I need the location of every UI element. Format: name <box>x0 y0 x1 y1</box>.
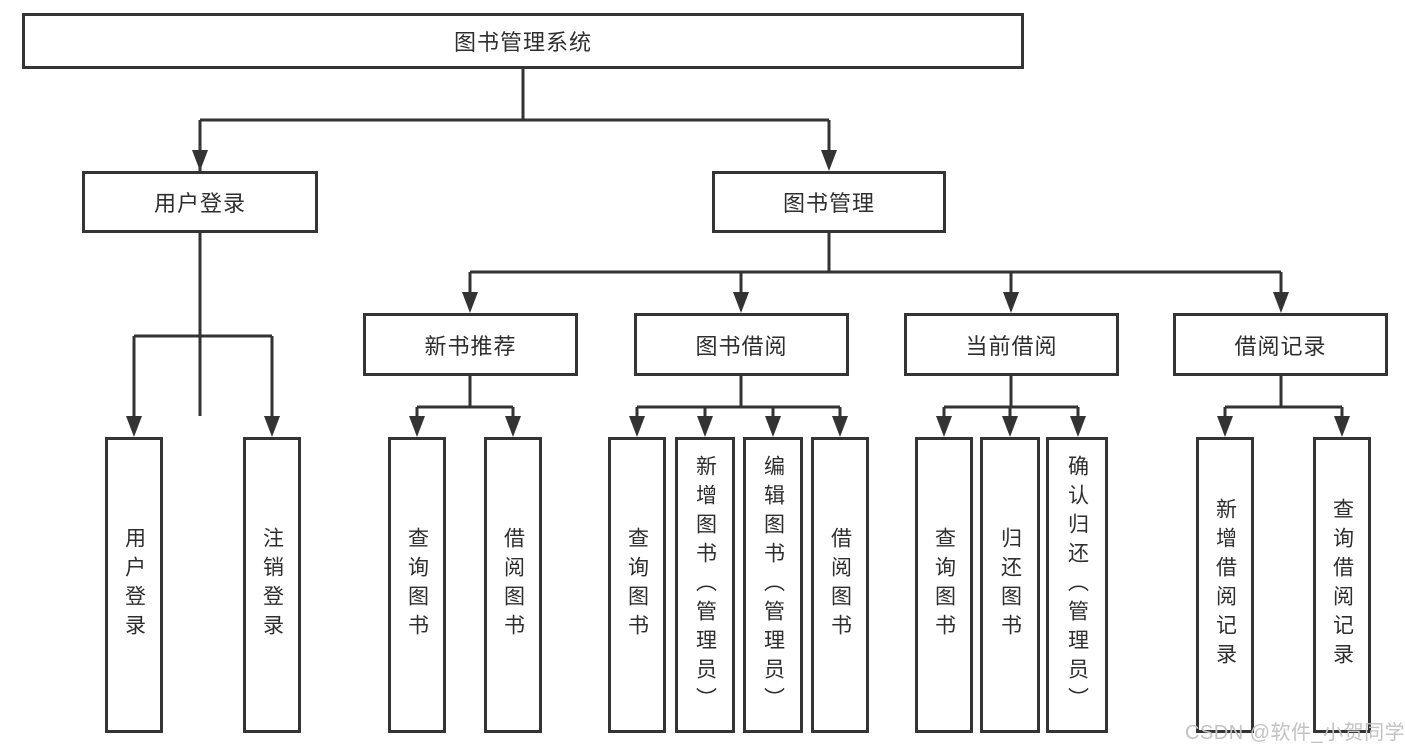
connector-book-borrow-to-leaves <box>629 376 848 437</box>
arrowhead <box>1070 416 1086 437</box>
connector-borrow-record-to-leaves <box>1217 376 1350 437</box>
arrowhead <box>832 416 848 437</box>
arrowhead <box>1003 292 1019 313</box>
arrowhead <box>765 416 781 437</box>
leaf-logout: 注销登录 <box>243 437 301 733</box>
leaf-current-confirm-return-label: 确认归还（管理员） <box>1065 454 1089 716</box>
leaf-borrow-borrow-book-label: 借阅图书 <box>828 527 852 643</box>
leaf-current-confirm-return: 确认归还（管理员） <box>1046 437 1108 733</box>
leaf-current-return-book-label: 归还图书 <box>998 527 1022 643</box>
leaf-record-query: 查询借阅记录 <box>1313 437 1371 733</box>
arrowhead <box>409 416 425 437</box>
node-book-management-label: 图书管理 <box>782 191 875 216</box>
node-user-login-label: 用户登录 <box>153 191 246 216</box>
leaf-borrow-edit-book-label: 编辑图书（管理员） <box>761 454 785 716</box>
node-borrow-record: 借阅记录 <box>1173 313 1388 376</box>
leaf-logout-label: 注销登录 <box>260 527 284 643</box>
node-root: 图书管理系统 <box>22 13 1024 69</box>
leaf-current-query-book: 查询图书 <box>915 437 973 733</box>
arrowhead <box>821 150 837 171</box>
leaf-recommend-borrow-book: 借阅图书 <box>484 437 542 733</box>
leaf-recommend-borrow-book-label: 借阅图书 <box>501 527 525 643</box>
connector-new-book-recommend-to-leaves <box>409 376 521 437</box>
node-book-borrow: 图书借阅 <box>634 313 849 376</box>
node-current-borrow: 当前借阅 <box>904 313 1119 376</box>
node-borrow-record-label: 借阅记录 <box>1234 333 1327 359</box>
arrowhead <box>505 416 521 437</box>
leaf-user-login-label: 用户登录 <box>122 527 146 643</box>
leaf-record-add: 新增借阅记录 <box>1196 437 1254 733</box>
leaf-borrow-query-book: 查询图书 <box>608 437 666 733</box>
leaf-recommend-query-book: 查询图书 <box>388 437 446 733</box>
leaf-current-return-book: 归还图书 <box>980 437 1040 733</box>
node-current-borrow-label: 当前借阅 <box>965 333 1058 359</box>
arrowhead <box>697 416 713 437</box>
node-book-management: 图书管理 <box>712 171 946 233</box>
leaf-user-login: 用户登录 <box>105 437 163 733</box>
connector-current-borrow-to-leaves <box>936 376 1086 437</box>
node-new-book-recommend-label: 新书推荐 <box>424 333 517 359</box>
arrowhead <box>126 416 142 437</box>
leaf-borrow-add-book-label: 新增图书（管理员） <box>693 454 717 716</box>
csdn-watermark: CSDN @软件_小贺同学 <box>1185 722 1405 744</box>
leaf-borrow-query-book-label: 查询图书 <box>625 527 649 643</box>
leaf-borrow-add-book: 新增图书（管理员） <box>675 437 735 733</box>
arrowhead <box>733 292 749 313</box>
arrowhead <box>1002 416 1018 437</box>
leaf-current-query-book-label: 查询图书 <box>932 527 956 643</box>
leaf-borrow-edit-book: 编辑图书（管理员） <box>743 437 803 733</box>
arrowhead <box>1217 416 1233 437</box>
connector-root-to-level2 <box>192 69 837 416</box>
arrowhead <box>1334 416 1350 437</box>
node-user-login: 用户登录 <box>82 171 318 233</box>
leaf-recommend-query-book-label: 查询图书 <box>405 527 429 643</box>
node-root-label: 图书管理系统 <box>453 30 592 55</box>
connector-user-login-to-leaves <box>126 233 280 437</box>
arrowhead <box>192 150 208 171</box>
node-book-borrow-label: 图书借阅 <box>695 333 788 359</box>
node-new-book-recommend: 新书推荐 <box>363 313 578 376</box>
leaf-record-add-label: 新增借阅记录 <box>1213 498 1237 672</box>
leaf-record-query-label: 查询借阅记录 <box>1330 498 1354 672</box>
leaf-borrow-borrow-book: 借阅图书 <box>811 437 869 733</box>
arrowhead <box>1273 292 1289 313</box>
arrowhead <box>462 292 478 313</box>
connector-book-management-to-level3 <box>462 233 1289 313</box>
arrowhead <box>936 416 952 437</box>
arrowhead <box>264 416 280 437</box>
arrowhead <box>629 416 645 437</box>
